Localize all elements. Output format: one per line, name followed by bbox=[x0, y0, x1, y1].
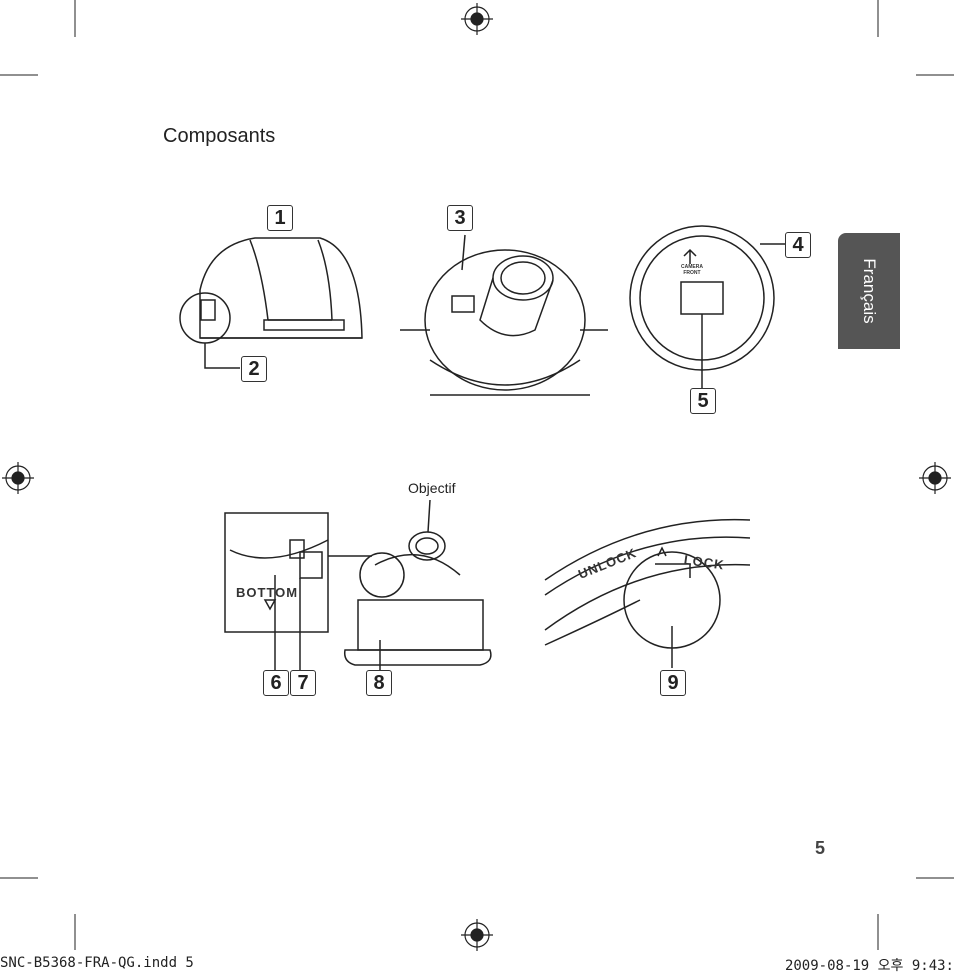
bottom-detail-drawing bbox=[224, 512, 372, 670]
bottom-label: BOTTOM bbox=[236, 585, 299, 600]
crop-marks bbox=[0, 0, 954, 950]
language-tab-label: Français bbox=[860, 258, 879, 324]
camera-front-label: CAMERA FRONT bbox=[681, 264, 703, 276]
callout-6: 6 bbox=[263, 670, 289, 696]
registration-mark-bottom bbox=[461, 919, 493, 951]
lens-label: Objectif bbox=[408, 480, 456, 496]
callout-8: 8 bbox=[366, 670, 392, 696]
callout-5: 5 bbox=[690, 388, 716, 414]
registration-mark-left bbox=[2, 462, 34, 494]
lock-ring-drawing bbox=[544, 518, 751, 668]
footer-timestamp: 2009-08-19 오후 9:43: bbox=[784, 958, 954, 974]
page-number: 5 bbox=[815, 838, 826, 858]
mounting-plate-drawing bbox=[629, 225, 785, 388]
language-tab: Français bbox=[838, 233, 900, 349]
callout-3: 3 bbox=[447, 205, 473, 231]
page-title: Composants bbox=[163, 125, 276, 147]
callout-7: 7 bbox=[290, 670, 316, 696]
dome-cover-drawing bbox=[179, 237, 363, 369]
camera-module-drawing bbox=[400, 234, 608, 396]
callout-2: 2 bbox=[241, 356, 267, 382]
registration-mark-right bbox=[919, 462, 951, 494]
callout-9: 9 bbox=[660, 670, 686, 696]
callout-4: 4 bbox=[785, 232, 811, 258]
footer-filename: SNC-B5368-FRA-QG.indd 5 bbox=[0, 955, 194, 971]
callout-1: 1 bbox=[267, 205, 293, 231]
camera-lens-drawing bbox=[343, 499, 492, 670]
registration-mark-top bbox=[461, 3, 493, 35]
